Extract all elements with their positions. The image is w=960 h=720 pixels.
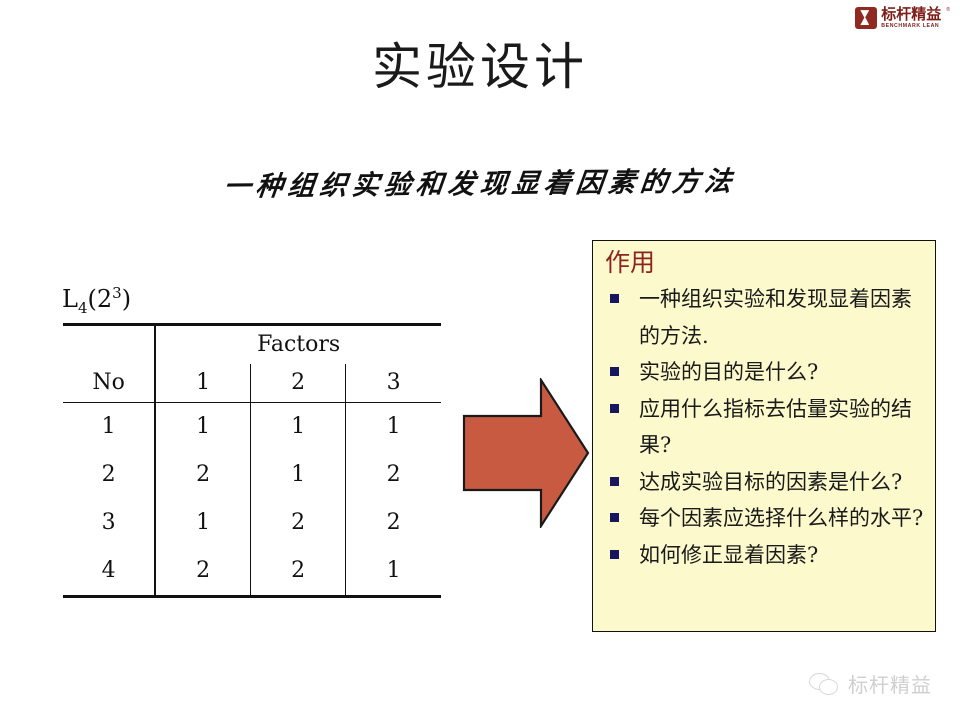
orthogonal-array-figure: L4(23) Factors No 1 2 3 1 1 1 1 (46, 280, 446, 598)
header-factor-2: 2 (249, 363, 346, 403)
note-box: 作用 一种组织实验和发现显着因素的方法. 实验的目的是什么? 应用什么指标去估量… (592, 240, 936, 632)
wechat-bubble-small (819, 678, 838, 695)
table-row: 3 1 2 2 (63, 498, 441, 547)
brand-name-cn: 标杆精益 (881, 5, 942, 23)
list-item: 达成实验目标的因素是什么? (603, 464, 927, 501)
orthogonal-array-table: Factors No 1 2 3 1 1 1 1 2 2 1 2 3 (63, 322, 441, 598)
list-item-label: 达成实验目标的因素是什么? (639, 469, 903, 494)
bullet-square-icon (610, 549, 619, 559)
row-cell-f3: 2 (345, 498, 441, 547)
array-label-paren-open: ( (87, 285, 97, 313)
brand-name-en: BENCHMARK LEAN (881, 23, 940, 29)
right-arrow-icon (462, 378, 590, 528)
registered-trademark-icon: ® (946, 7, 950, 13)
array-label-base: L (62, 285, 78, 313)
row-cell-f1: 2 (154, 546, 251, 598)
right-arrow-shape (462, 378, 590, 528)
row-no: 3 (101, 510, 116, 536)
list-item: 实验的目的是什么? (603, 354, 927, 391)
table-header-group-row: Factors (63, 322, 441, 364)
header-factors-group: Factors (154, 322, 441, 364)
row-no: 2 (101, 462, 116, 488)
wechat-icon (809, 672, 839, 696)
footer-watermark: 标杆精益 (809, 669, 932, 698)
list-item-label: 实验的目的是什么? (639, 360, 819, 384)
row-no: 1 (101, 414, 116, 440)
header-no: No (63, 363, 156, 403)
row-cell-f2: 1 (249, 402, 346, 451)
note-heading: 作用 (605, 248, 656, 277)
list-item: 一种组织实验和发现显着因素的方法. (603, 281, 927, 354)
row-no: 4 (63, 546, 156, 598)
table-row: 1 1 1 1 (63, 402, 441, 451)
note-list: 一种组织实验和发现显着因素的方法. 实验的目的是什么? 应用什么指标去估量实验的… (603, 281, 927, 573)
row-cell-f3: 2 (345, 450, 441, 499)
list-item: 应用什么指标去估量实验的结果? (603, 391, 927, 464)
brand-logo-text: 标杆精益 BENCHMARK LEAN (881, 7, 941, 29)
bullet-square-icon (610, 476, 619, 486)
row-cell-f1: 2 (154, 450, 251, 499)
row-cell-f2: 1 (249, 450, 346, 499)
row-cell-f1: 1 (154, 402, 251, 451)
header-factor-1: 1 (154, 363, 251, 403)
list-item-label: 每个因素应选择什么样的水平? (639, 506, 924, 530)
list-item-label: 应用什么指标去估量实验的结果? (639, 396, 912, 458)
list-item: 每个因素应选择什么样的水平? (603, 500, 927, 537)
brand-logo: 标杆精益 BENCHMARK LEAN ® (855, 7, 950, 30)
bullet-square-icon (610, 403, 619, 413)
benchmark-lean-logo-icon (855, 7, 878, 30)
header-spacer-cell (63, 322, 156, 364)
watermark-label: 标杆精益 (848, 673, 932, 697)
array-label-superscript: 3 (112, 284, 122, 302)
array-label-mantissa: 2 (96, 285, 113, 313)
list-item: 如何修正显着因素? (603, 537, 927, 574)
row-cell-f2: 2 (249, 546, 346, 598)
bullet-square-icon (610, 513, 619, 522)
row-cell-f3: 1 (345, 402, 441, 451)
header-factor-3: 3 (345, 363, 441, 403)
page-title: 实验设计 (372, 38, 588, 96)
table-row: 2 2 1 2 (63, 450, 441, 499)
row-cell-f2: 2 (249, 498, 346, 547)
handwritten-subtitle: 一种组织实验和发现显着因素的方法 (222, 166, 739, 203)
row-cell-f1: 1 (154, 498, 251, 547)
array-label-paren-close: ) (121, 285, 132, 313)
list-item-label: 如何修正显着因素? (639, 542, 819, 567)
array-label-subscript: 4 (77, 298, 88, 317)
bullet-square-icon (610, 294, 619, 303)
row-cell-f3: 1 (345, 546, 441, 598)
table-row: 4 2 2 1 (63, 546, 441, 598)
table-header-row: No 1 2 3 (63, 363, 441, 403)
bullet-square-icon (610, 367, 619, 376)
array-label: L4(23) (46, 280, 446, 321)
list-item-label: 一种组织实验和发现显着因素的方法. (639, 287, 912, 348)
